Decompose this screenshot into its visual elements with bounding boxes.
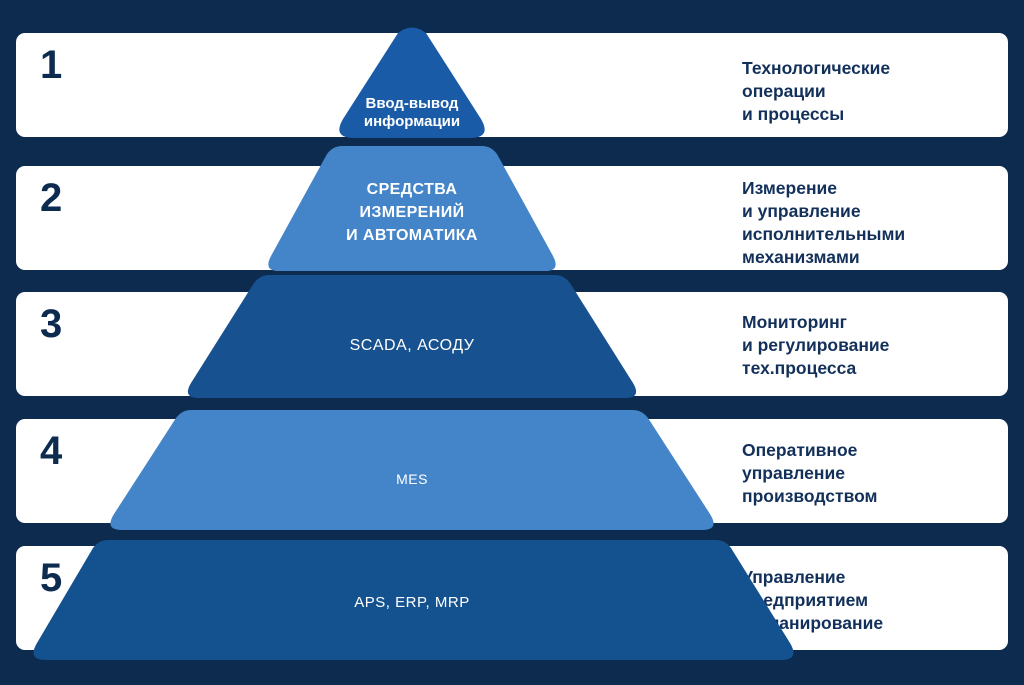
level-number-4: 4 — [40, 429, 63, 473]
level-description-3: Мониторинг и регулирование тех.процесса — [742, 312, 890, 379]
level-row-5: 5 Управление предприятием и планирование — [16, 546, 1008, 650]
level-description-5: Управление предприятием и планирование — [742, 567, 884, 634]
level-description-4: Оперативное управление производством — [742, 440, 878, 507]
level-row-4: 4 Оперативное управление производством — [16, 419, 1008, 523]
level-description-1: Технологические операции и процессы — [742, 58, 891, 125]
level-number-2: 2 — [40, 176, 63, 220]
level-row-3: 3 Мониторинг и регулирование тех.процесс… — [16, 292, 1008, 396]
level-row-1: 1 Технологические операции и процессы — [16, 33, 1008, 137]
level-number-3: 3 — [40, 302, 63, 346]
level-row-2: 2 Измерение и управление исполнительными… — [16, 166, 1008, 270]
level-number-5: 5 — [40, 556, 63, 600]
level-description-2: Измерение и управление исполнительными м… — [742, 178, 906, 268]
level-number-1: 1 — [40, 43, 63, 87]
